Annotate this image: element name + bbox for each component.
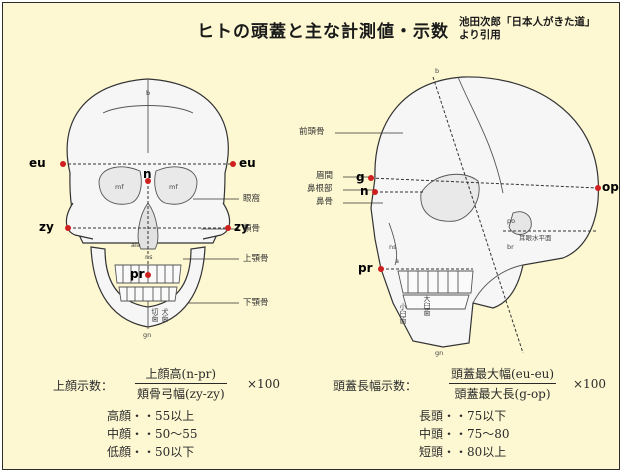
label-orbit: 眼窩 [243,194,261,204]
cranial-classes: 長頭・・75以下 中頭・・75〜80 短頭・・80以上 [419,407,510,461]
skull-illustrations [60,76,601,354]
label-nasion-region: 鼻根部 [307,184,333,194]
point-pr-front: pr [130,267,145,281]
point-n-side: n [360,184,369,198]
class-brachycephalic: 短頭・・80以上 [419,445,507,459]
upper-face-fraction: 上顔高(n-pr) 頬骨弓幅(zy-zy) [135,365,227,402]
cranial-fraction: 頭蓋最大幅(eu-eu) 頭蓋最大長(g-op) [449,365,557,402]
cranial-numerator: 頭蓋最大幅(eu-eu) [449,365,557,384]
mark-po-side: po [507,217,516,225]
mark-mf-right: mf [169,183,178,191]
diagram-frame: ヒトの頭蓋と主な計測値・示数 池田次郎「日本人がきた道」 より引用 [2,2,620,470]
label-incisor: 切歯 [151,308,159,322]
mark-ala-front: ala [131,241,141,249]
cranial-multiplier: ×100 [573,377,606,391]
upper-face-index-label: 上顔示数： [53,379,114,393]
point-zy-right: zy [234,220,249,234]
source-line-1: 池田次郎「日本人がきた道」 [459,16,596,28]
class-mid-face: 中顔・・50〜55 [107,427,198,441]
label-maxilla: 上顎骨 [243,254,269,264]
class-dolichocephalic: 長頭・・75以下 [419,409,507,423]
point-op-side: op [602,180,619,194]
label-glabella: 眉間 [316,171,334,181]
class-mesocephalic: 中頭・・75〜80 [419,427,510,441]
point-eu-right: eu [239,156,256,170]
point-eu-left: eu [29,156,46,170]
point-n-front: n [143,167,152,181]
mark-gn-front: gn [143,331,152,339]
class-low-face: 低顔・・50以下 [107,445,195,459]
label-frankfort-plane: 耳眼水平面 [519,234,552,242]
upper-face-numerator: 上顔高(n-pr) [135,365,227,384]
point-g-side: g [356,170,365,184]
label-mandible: 下顎骨 [243,298,269,308]
label-zygomatic: 頬骨 [243,224,261,234]
mark-b-front: b [146,89,151,97]
source-citation: 池田次郎「日本人がきた道」 より引用 [459,16,596,42]
upper-face-multiplier: ×100 [247,377,280,391]
point-pr-side: pr [358,261,373,275]
point-zy-left: zy [39,220,54,234]
mark-a-side: a [395,257,399,265]
label-molar: 大臼歯 [423,295,431,316]
mark-ns-side: ns [389,243,397,251]
label-canine: 犬歯 [161,308,169,322]
label-nasal-bone: 鼻骨 [316,197,334,207]
mark-mf-left: mf [115,183,124,191]
upper-face-denominator: 頬骨弓幅(zy-zy) [137,387,225,401]
page-title: ヒトの頭蓋と主な計測値・示数 [197,22,449,42]
label-premolar: 小臼歯 [399,303,407,324]
mark-gn-side: gn [435,349,444,357]
class-high-face: 高顔・・55以上 [107,409,195,423]
mark-ns-front: ns [145,253,153,261]
mark-b-side: b [435,67,440,75]
mark-br-side: br [507,243,514,251]
source-line-2: より引用 [459,29,501,41]
cranial-denominator: 頭蓋最大長(g-op) [454,387,551,401]
label-frontal-bone: 前頭骨 [299,127,325,137]
cranial-index-label: 頭蓋長幅示数： [333,379,418,393]
upper-face-classes: 高顔・・55以上 中顔・・50〜55 低顔・・50以下 [107,407,198,461]
